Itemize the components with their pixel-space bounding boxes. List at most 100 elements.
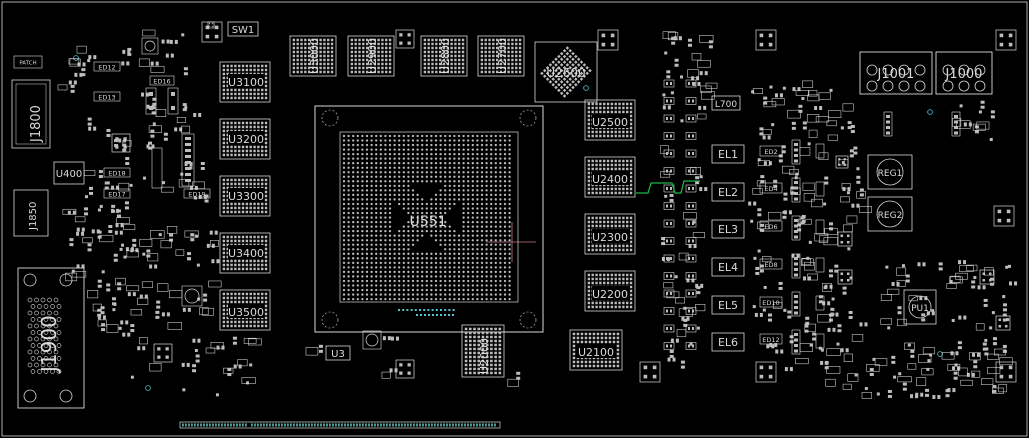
chip-u3200: U3200	[219, 118, 271, 160]
chip-u3000-label: U3000	[308, 38, 321, 74]
switch-sw1-label: SW1	[232, 25, 255, 36]
chip-u2600: U2600	[534, 41, 598, 103]
svg-text:EL6: EL6	[718, 336, 738, 349]
pad-grid	[423, 38, 465, 74]
pad-grid	[464, 327, 502, 375]
chip-u2500-label: U2500	[592, 116, 628, 129]
chip-u3-label: U3	[331, 349, 345, 360]
memory-top-row: U3000 U2900 U2800 U2700	[289, 35, 525, 77]
chip-u2200: U2200	[584, 270, 636, 312]
regulator-reg1: REG1	[867, 154, 913, 190]
gpu-package: U551	[314, 105, 544, 333]
chip-u400: U400	[53, 161, 85, 185]
gpu-inner-outline	[339, 131, 519, 303]
chip-u2700-label: U2700	[496, 38, 509, 74]
label-ed16: ED16	[149, 75, 175, 86]
regulator-reg2: REG2	[867, 196, 913, 232]
chip-u3400-label: U3400	[228, 247, 264, 260]
inductor-el1: EL1	[711, 144, 745, 164]
svg-text:ED4: ED4	[764, 185, 777, 193]
inductor-el3: EL3	[711, 219, 745, 239]
inductor-l700: L700	[711, 95, 741, 111]
chip-u2500: U2500	[584, 99, 636, 141]
svg-text:EL3: EL3	[718, 223, 738, 236]
chip-u2400-label: U2400	[592, 173, 628, 186]
connector-j1000: J1000	[935, 51, 993, 95]
chip-u3500-label: U3500	[228, 306, 264, 319]
chip-u3300-label: U3300	[228, 190, 264, 203]
connector-j1900: J1900	[17, 267, 85, 409]
memory-left-column: U3100 U3200 U3300 U3400 U3500	[219, 61, 271, 331]
label-patch: PATCH	[13, 55, 43, 69]
chip-u2800: U2800	[420, 35, 468, 77]
connector-j1900-label: J1900	[37, 315, 61, 374]
svg-text:PU1: PU1	[911, 304, 929, 314]
svg-text:ED18: ED18	[108, 170, 125, 178]
inductor-l700-label: L700	[715, 100, 737, 110]
connector-j1800: J1800	[11, 79, 51, 149]
svg-text:EL4: EL4	[718, 261, 738, 274]
chip-u2600-label: U2600	[546, 66, 585, 80]
pad-grid	[480, 38, 522, 74]
chip-u2300-label: U2300	[592, 231, 628, 244]
memory-right-column: U2500 U2400 U2300 U2200 U2100	[569, 99, 636, 371]
connector-j1900-pins	[27, 297, 62, 374]
chip-u3300: U3300	[219, 175, 271, 217]
chip-u2100: U2100	[569, 329, 623, 371]
chip-u3: U3	[325, 345, 351, 361]
connector-j1001: J1001	[859, 51, 933, 95]
svg-text:EL5: EL5	[718, 299, 738, 312]
svg-text:ED19: ED19	[188, 191, 205, 199]
chip-u3100: U3100	[219, 61, 271, 103]
power-inductors: EL1 EL2 EL3 EL4 EL5 EL6	[711, 144, 745, 352]
svg-text:ED12: ED12	[762, 336, 779, 344]
svg-text:ED13: ED13	[98, 94, 115, 102]
svg-text:REG1: REG1	[878, 169, 903, 179]
svg-text:ED6: ED6	[764, 223, 777, 231]
chip-u2000: U2000	[461, 324, 505, 378]
generated-features	[57, 21, 1018, 399]
phase-label-1: ED2	[759, 145, 783, 157]
connector-j1850-label: J1850	[28, 202, 39, 231]
label-ed18: ED18	[103, 167, 131, 178]
switch-sw1: SW1	[227, 21, 259, 37]
label-ed13: ED13	[93, 91, 121, 102]
connector-j1800-label: J1800	[29, 105, 44, 143]
svg-text:ED16: ED16	[153, 78, 170, 86]
pcie-edge-connector	[179, 421, 501, 429]
highlighted-trace	[636, 180, 700, 194]
chip-u400-label: U400	[56, 169, 82, 180]
chip-u3200-label: U3200	[228, 133, 264, 146]
chip-u2000-label: U2000	[478, 338, 491, 374]
chip-u2300: U2300	[584, 213, 636, 255]
inductor-el4: EL4	[711, 257, 745, 277]
svg-text:EL2: EL2	[718, 186, 738, 199]
svg-text:ED10: ED10	[762, 299, 779, 307]
gpu-label: U551	[410, 214, 447, 230]
pad-grid	[350, 38, 392, 74]
phase-label-4: ED8	[759, 258, 783, 270]
svg-text:ED17: ED17	[108, 191, 125, 199]
chip-u3100-label: U3100	[228, 76, 264, 89]
chip-u2100-label: U2100	[578, 346, 614, 359]
inductor-el6: EL6	[711, 332, 745, 352]
chip-u2700: U2700	[477, 35, 525, 77]
chip-u3000: U3000	[289, 35, 337, 77]
svg-text:EL1: EL1	[718, 148, 738, 161]
chip-u2900-label: U2900	[366, 38, 379, 74]
label-ed12-left: ED12	[93, 61, 121, 72]
chip-u2900: U2900	[347, 35, 395, 77]
phase-label-2: ED4	[759, 182, 783, 194]
svg-text:ED12: ED12	[98, 64, 115, 72]
inductor-el5: EL5	[711, 295, 745, 315]
gpu-outline	[314, 105, 544, 333]
phase-labels: ED2 ED4 ED6 ED8 ED10 ED12	[759, 145, 783, 345]
gpu-ball-grid	[342, 134, 511, 301]
chip-u2400: U2400	[584, 156, 636, 198]
svg-text:ED2: ED2	[764, 148, 777, 156]
label-ed17: ED17	[103, 188, 131, 199]
svg-text:REG2: REG2	[878, 211, 903, 221]
